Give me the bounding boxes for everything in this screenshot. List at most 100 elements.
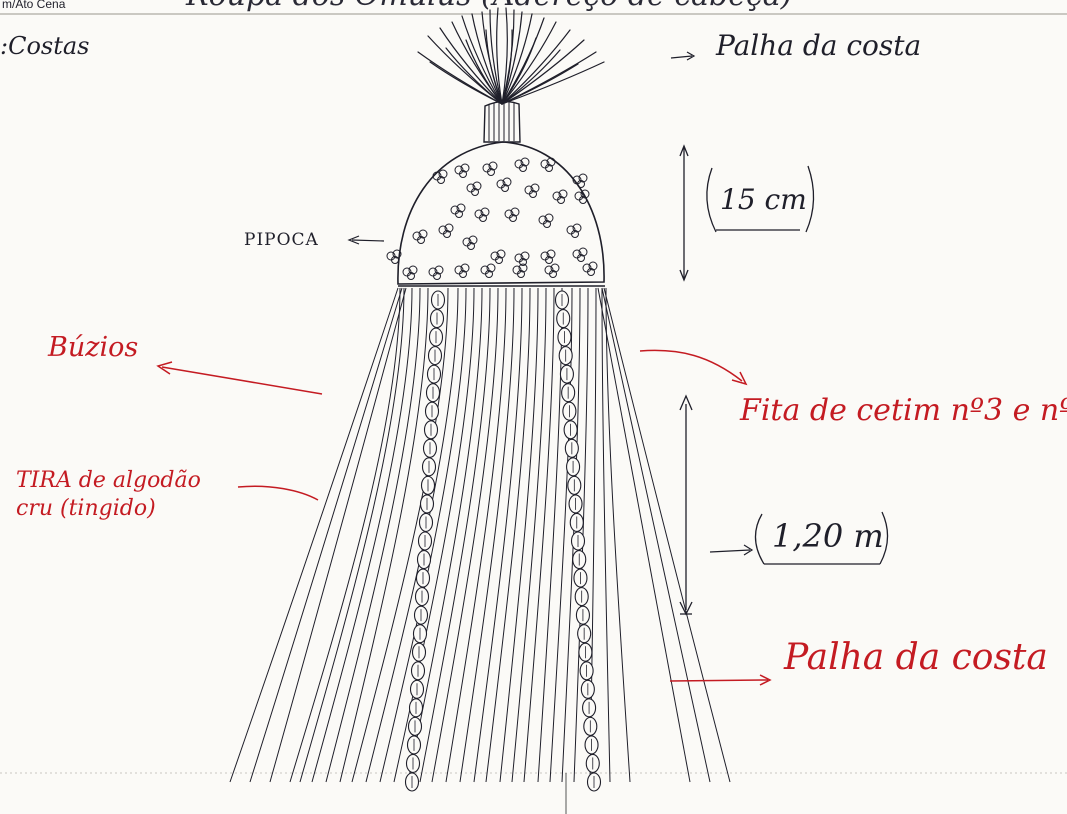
popcorn-kernel: [515, 252, 529, 266]
cowrie-shell: [578, 625, 591, 643]
cowrie-shell: [588, 773, 601, 791]
cowrie-shell: [585, 736, 598, 754]
cowrie-shell: [421, 495, 434, 513]
straw-fiber: [502, 52, 596, 104]
popcorn-kernel: [451, 204, 465, 218]
cowrie-shell: [408, 736, 421, 754]
label-15cm: 15 cm: [720, 186, 807, 214]
label-buzios: Búzios: [48, 334, 138, 361]
cowrie-shell: [562, 384, 575, 402]
cowrie-shell: [409, 717, 422, 735]
header-left-label: m/Ato Cena: [2, 0, 65, 10]
header-title: Roupa dos Omulus (Adereço de cabeça): [186, 0, 792, 11]
cowrie-shell: [572, 532, 585, 550]
pointer-palha-bottom: [670, 675, 770, 685]
strand: [250, 288, 402, 782]
popcorn-kernel: [439, 224, 453, 238]
cowrie-shell: [425, 421, 438, 439]
popcorn-decoration: [387, 158, 597, 280]
label-fita-cetim: Fita de cetim nº3 e nº2: [740, 396, 1067, 426]
cowrie-shell: [407, 754, 420, 772]
cowrie-shell: [420, 513, 433, 531]
cowrie-shell: [567, 458, 580, 476]
label-palha-costa-bottom: Palha da costa: [784, 640, 1048, 676]
straw-fiber: [440, 28, 502, 104]
cowrie-shell: [423, 458, 436, 476]
popcorn-kernel: [539, 214, 553, 228]
popcorn-kernel: [505, 208, 519, 222]
cowrie-shell: [413, 643, 426, 661]
popcorn-kernel: [553, 190, 567, 204]
cowrie-shell: [428, 365, 441, 383]
cowrie-shell: [583, 699, 596, 717]
popcorn-kernel: [455, 164, 469, 178]
strand: [512, 288, 546, 782]
straw-strands: [230, 288, 730, 782]
strand: [538, 288, 562, 782]
strand: [602, 288, 610, 782]
cowrie-shell: [563, 402, 576, 420]
popcorn-kernel: [491, 250, 505, 264]
pointer-120m: [710, 545, 752, 555]
cowrie-shell: [581, 680, 594, 698]
cowrie-shell: [419, 532, 432, 550]
strand: [270, 288, 406, 782]
popcorn-kernel: [481, 264, 495, 278]
cowrie-shell: [429, 347, 442, 365]
pointer-pipoca: [349, 236, 384, 244]
cowrie-shell: [410, 699, 423, 717]
cowrie-shell: [422, 476, 435, 494]
popcorn-kernel: [403, 266, 417, 280]
cowrie-shell: [426, 402, 439, 420]
cowrie-shell: [430, 328, 443, 346]
cowrie-shell: [431, 310, 444, 328]
popcorn-kernel: [573, 248, 587, 262]
popcorn-kernel: [433, 170, 447, 184]
label-pipoca: PIPOCA: [244, 232, 319, 249]
cowrie-shell: [416, 588, 429, 606]
cowrie-shell: [418, 551, 431, 569]
cowrie-shell: [564, 421, 577, 439]
strand: [446, 288, 506, 782]
cowrie-shell: [424, 439, 437, 457]
cowrie-shell: [574, 569, 587, 587]
popcorn-kernel: [455, 264, 469, 278]
cowrie-shell: [412, 662, 425, 680]
strand: [230, 288, 398, 782]
popcorn-kernel: [545, 264, 559, 278]
cowrie-shell: [556, 291, 569, 309]
popcorn-kernel: [429, 266, 443, 280]
popcorn-kernel: [513, 264, 527, 278]
cowrie-shell: [579, 643, 592, 661]
cowrie-shell: [576, 606, 589, 624]
cowrie-shell: [414, 625, 427, 643]
cowrie-shell: [568, 476, 581, 494]
label-palha-costa-top: Palha da costa: [716, 32, 921, 60]
cowrie-shell: [432, 291, 445, 309]
cowrie-shell: [584, 717, 597, 735]
cowrie-shell: [575, 588, 588, 606]
tuft-binding: [484, 101, 520, 142]
popcorn-kernel: [567, 224, 581, 238]
popcorn-kernel: [515, 158, 529, 172]
popcorn-kernel: [483, 162, 497, 176]
cowrie-shell: [559, 347, 572, 365]
label-costas: :Costas: [0, 34, 89, 58]
cowrie-shell: [417, 569, 430, 587]
popcorn-kernel: [413, 230, 427, 244]
cowrie-shell: [411, 680, 424, 698]
cowrie-shell: [415, 606, 428, 624]
cowrie-shell: [570, 513, 583, 531]
cowrie-shell: [558, 328, 571, 346]
cowrie-shell: [406, 773, 419, 791]
pointer-fita: [640, 350, 746, 384]
pointer-palha-top: [671, 52, 694, 60]
cowrie-shell: [573, 551, 586, 569]
cowrie-shell: [565, 439, 578, 457]
dimension-arrow-15cm: [680, 146, 688, 280]
popcorn-kernel: [583, 262, 597, 276]
popcorn-kernel: [541, 250, 555, 264]
dimension-arrow-120m: [680, 396, 692, 614]
popcorn-kernel: [475, 208, 489, 222]
